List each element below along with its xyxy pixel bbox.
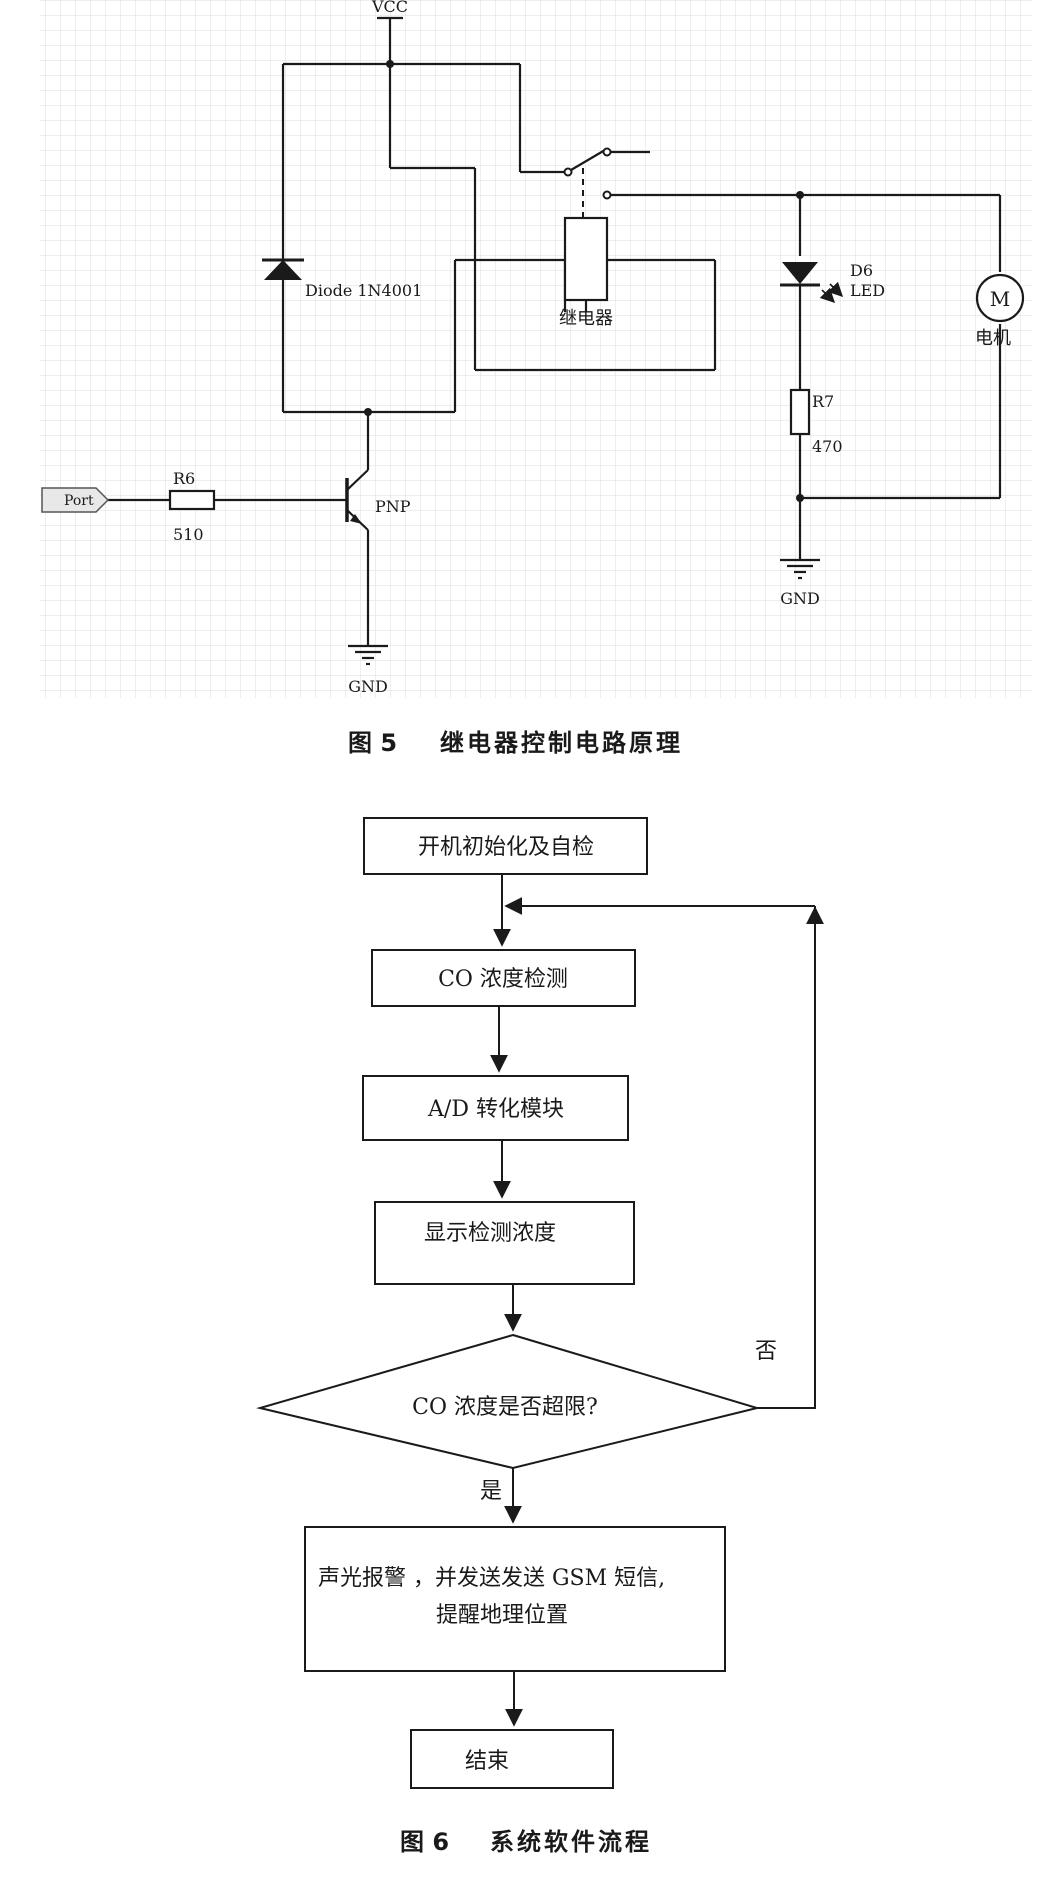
init-box	[363, 817, 648, 875]
resistor-r6	[168, 489, 216, 511]
grid-background	[40, 0, 1032, 698]
r7-label: R7	[812, 392, 834, 411]
alarm-step-label-line1: 声光报警 ，并发送发送 GSM 短信,	[318, 1566, 665, 1591]
gnd-left-label: GND	[348, 677, 388, 696]
ground-symbol-right	[780, 558, 820, 580]
d6-label: D6	[850, 261, 873, 280]
detect-step-label: CO 浓度检测	[438, 967, 568, 992]
init-step-label: 开机初始化及自检	[418, 835, 594, 860]
vcc-label: VCC	[371, 0, 408, 16]
ground-symbol-left	[348, 644, 388, 666]
resistor-r7	[789, 388, 811, 436]
display-step-label: 显示检测浓度	[424, 1221, 556, 1246]
figure5-caption-title: 继电器控制电路原理	[440, 729, 683, 757]
ad-box	[362, 1075, 629, 1141]
motor-symbol	[975, 273, 1025, 323]
junction-dots	[364, 60, 804, 502]
port-label: Port	[64, 493, 94, 509]
port-connector	[41, 487, 110, 513]
pnp-label: PNP	[375, 497, 411, 516]
relay-coil	[563, 216, 609, 302]
detect-box	[371, 949, 636, 1007]
ad-step-label: A/D 转化模块	[427, 1097, 564, 1122]
pnp-transistor	[345, 469, 369, 531]
relay-contacts	[563, 147, 612, 200]
branch-no-label: 否	[755, 1339, 777, 1364]
branch-yes-label: 是	[480, 1479, 502, 1504]
alarm-step-label-line2: 提醒地理位置	[436, 1603, 568, 1628]
end-step-label: 结束	[465, 1749, 509, 1774]
software-flowchart: 开机初始化及自检 CO 浓度检测 A/D 转化模块 显示检测浓度 CO 浓度是否…	[256, 817, 824, 1856]
figure6-caption-title: 系统软件流程	[490, 1828, 652, 1856]
end-box	[410, 1729, 614, 1789]
motor-symbol-label: M	[990, 287, 1010, 311]
figure6-caption-number: 图 6	[400, 1828, 449, 1856]
diode-symbol	[262, 258, 304, 280]
motor-label: 电机	[975, 328, 1011, 349]
figure5-caption-number: 图 5	[348, 729, 397, 757]
decision-step-label: CO 浓度是否超限?	[412, 1395, 598, 1420]
alarm-box	[304, 1526, 726, 1672]
led-label: LED	[850, 281, 885, 300]
r6-value: 510	[173, 525, 204, 544]
diode-label: Diode 1N4001	[305, 281, 422, 300]
relay-circuit-diagram: VCC Diode 1N4001 继电器 D6 LED M 电机 R7 470 …	[40, 0, 1032, 757]
led-symbol	[780, 262, 844, 304]
r7-value: 470	[812, 437, 843, 456]
gnd-right-label: GND	[780, 589, 820, 608]
display-box	[374, 1201, 635, 1285]
flow-arrows	[490, 874, 824, 1727]
relay-label: 继电器	[559, 308, 613, 329]
r6-label: R6	[173, 469, 195, 488]
